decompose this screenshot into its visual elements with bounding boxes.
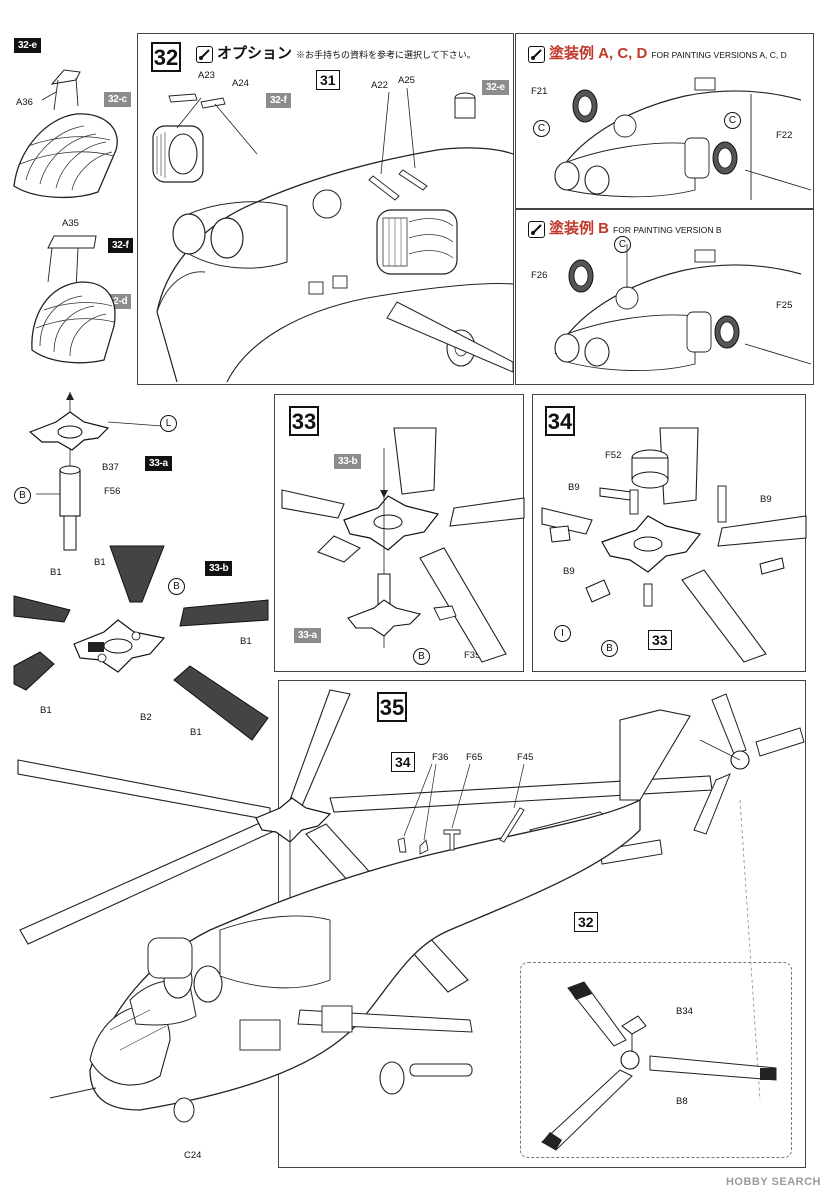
- part-label-f52: F52: [605, 450, 622, 461]
- step-34-number: 34: [545, 406, 575, 436]
- part-label-a25: A25: [398, 75, 415, 86]
- part-label-a35: A35: [62, 218, 79, 229]
- tag-32c: 32-c: [104, 92, 131, 107]
- tag-32e: 32-e: [14, 38, 41, 53]
- part-label-b1: B1: [190, 727, 202, 738]
- part-label-b1: B1: [50, 567, 62, 578]
- tag-33a: 33-a: [145, 456, 172, 471]
- part-label-a22: A22: [371, 80, 388, 91]
- paintbrush-icon: [528, 45, 545, 63]
- step-33-drawing: [281, 427, 525, 663]
- ref-box-32: 32: [574, 912, 598, 932]
- painting-acd-subtitle: FOR PAINTING VERSIONS A, C, D: [651, 50, 787, 60]
- step-33-number: 33: [289, 406, 319, 436]
- circle-i: I: [554, 625, 571, 642]
- cover-32f-drawing: [31, 235, 116, 364]
- part-label-f21: F21: [531, 86, 548, 97]
- part-label-a36: A36: [16, 97, 33, 108]
- step-32-panel: [137, 33, 514, 385]
- part-label-c24: C24: [184, 1150, 202, 1161]
- cover-32e-drawing: [13, 69, 118, 199]
- paint-circle-c: C: [724, 112, 741, 129]
- part-label-b9: B9: [760, 494, 772, 505]
- painting-b-subtitle: FOR PAINTING VERSION B: [613, 225, 722, 235]
- part-label-b34: B34: [676, 1006, 693, 1017]
- paintbrush-icon: [196, 45, 213, 63]
- part-label-f22: F22: [776, 130, 793, 141]
- circle-b: B: [413, 648, 430, 665]
- part-label-b1: B1: [94, 557, 106, 568]
- watermark-text: HOBBY SEARCH: [725, 1176, 821, 1188]
- tail-rotor-detail-box: [520, 962, 792, 1158]
- step-35-drawing: [17, 689, 805, 1151]
- part-label-f56: F56: [104, 486, 121, 497]
- step-32-drawing: [152, 87, 514, 383]
- part-label-f26: F26: [531, 270, 548, 281]
- painting-b-panel: [515, 209, 814, 385]
- ref-box-34: 34: [391, 752, 415, 772]
- part-label-b8: B8: [676, 1096, 688, 1107]
- part-label-f45: F45: [517, 752, 534, 763]
- step-35-number: 35: [377, 692, 407, 722]
- part-label-a24: A24: [232, 78, 249, 89]
- painting-acd-drawing: [554, 77, 812, 200]
- step-32-heading: オプション※お手持ちの資料を参考に選択して下さい。: [196, 42, 476, 63]
- part-label-b1: B1: [240, 636, 252, 647]
- tag-32e-step: 32-e: [482, 80, 509, 95]
- part-label-b1: B1: [40, 705, 52, 716]
- circle-l: L: [160, 415, 177, 432]
- step-32-number: 32: [151, 42, 181, 72]
- part-label-b2: B2: [140, 712, 152, 723]
- step-33-panel: [274, 394, 524, 672]
- paint-circle-c: C: [533, 120, 550, 137]
- part-label-a23: A23: [198, 70, 215, 81]
- part-label-f25: F25: [776, 300, 793, 311]
- part-label-b9: B9: [563, 566, 575, 577]
- circle-b: B: [14, 487, 31, 504]
- part-label-b9: B9: [568, 482, 580, 493]
- tag-33b-step: 33-b: [334, 454, 362, 469]
- rotor-33b-drawing: [13, 545, 269, 741]
- part-label-b37: B37: [102, 462, 119, 473]
- paintbrush-icon: [528, 220, 545, 238]
- hub-33a-drawing: [28, 392, 163, 551]
- part-label-f36: F36: [432, 752, 449, 763]
- tag-33b: 33-b: [205, 561, 233, 576]
- ref-box-33: 33: [648, 630, 672, 650]
- circle-b: B: [168, 578, 185, 595]
- step-32-note: ※お手持ちの資料を参考に選択して下さい。: [296, 50, 476, 60]
- painting-acd-title: 塗装例 A, C, D: [549, 45, 648, 62]
- tag-33a-step: 33-a: [294, 628, 321, 643]
- tag-32f: 32-f: [108, 238, 133, 253]
- ref-box-31: 31: [316, 70, 340, 90]
- step-32-title: オプション: [217, 45, 293, 62]
- step-34-drawing: [541, 427, 807, 663]
- painting-b-drawing: [554, 244, 812, 371]
- painting-acd-panel: [515, 33, 814, 209]
- part-label-f35: F35: [464, 650, 481, 661]
- painting-b-title: 塗装例 B: [549, 220, 610, 237]
- tag-32f-step: 32-f: [266, 93, 291, 108]
- part-label-f65: F65: [466, 752, 483, 763]
- circle-b: B: [601, 640, 618, 657]
